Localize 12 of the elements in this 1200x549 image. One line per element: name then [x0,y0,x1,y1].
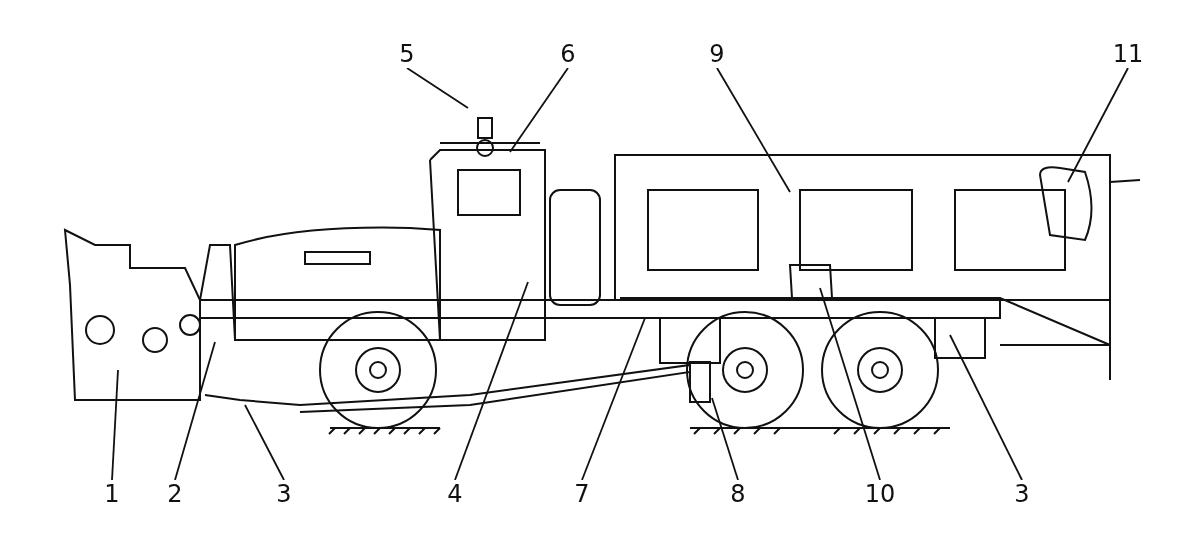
leader-line [949,334,1023,481]
leader-line [454,281,529,481]
leader-line [406,67,469,109]
leader-line [244,404,285,481]
leader-line [711,397,739,481]
leader-line [581,317,646,481]
leader-line [716,67,791,193]
leader-line [1067,67,1129,183]
leader-line [819,287,881,481]
leader-line [111,369,119,481]
leader-line [174,341,216,481]
leader-line [509,67,569,153]
